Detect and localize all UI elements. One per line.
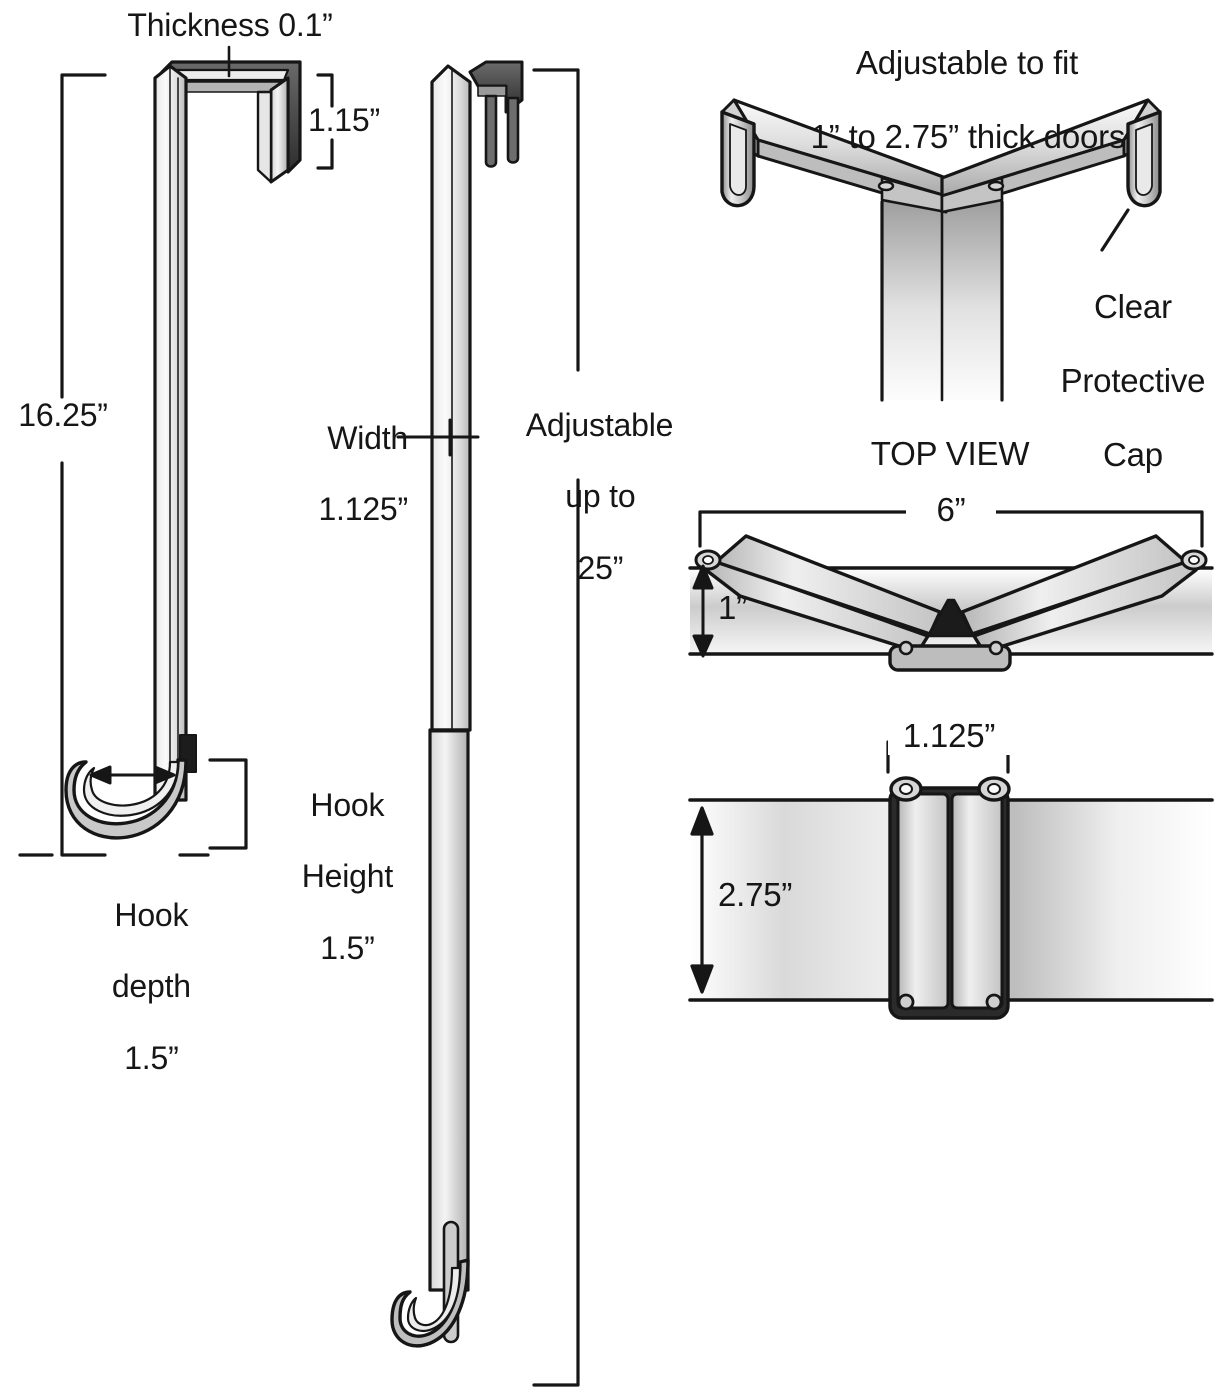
leader-width	[396, 418, 480, 457]
label-cap-line3: Cap	[1102, 435, 1163, 473]
hook-curve-outer	[64, 758, 188, 840]
section-rivet-left	[897, 993, 915, 1011]
bracket-top-surface	[174, 68, 290, 82]
label-fit-doors: Adjustable to fit 1” to 2.75” thick door…	[700, 8, 1200, 193]
label-hook-depth-line1: Hook	[114, 896, 189, 933]
label-door-thickness: 2.75”	[718, 876, 793, 913]
label-cap-line1: Clear	[1094, 287, 1172, 325]
dim-door-thickness	[690, 806, 714, 994]
label-adjustable-line3: 25”	[577, 550, 624, 587]
label-hook-height-line2: Height	[301, 858, 394, 895]
topview-rivet-right	[988, 640, 1004, 656]
topview-base-plate	[888, 644, 1012, 672]
rivet-left	[877, 180, 895, 192]
label-depth-one: 1”	[718, 589, 747, 626]
section-rivet-right	[985, 993, 1003, 1011]
top-view	[688, 510, 1214, 672]
label-hook-height-line1: Hook	[310, 786, 385, 823]
front-view-extended	[390, 60, 580, 1387]
ext-pin-left	[484, 94, 498, 168]
bracket-right-leg-inner	[256, 90, 273, 184]
ext-pin-right	[506, 96, 520, 164]
ext-hook-inner	[406, 1266, 462, 1332]
dim-span-six	[698, 510, 1204, 548]
label-hook-depth-line3: 1.5”	[124, 1040, 179, 1077]
label-hook-depth: Hook depth 1.5”	[54, 862, 214, 1113]
label-adjustable-line2: up to	[565, 478, 636, 515]
label-shaft-width-section: 1.125”	[888, 717, 1010, 755]
label-width-line1: Width	[327, 419, 408, 456]
topview-shaft-wedge	[926, 598, 976, 638]
front-view-collapsed	[18, 45, 334, 857]
label-span-six: 6”	[906, 491, 996, 529]
section-cap-left-bore	[899, 783, 913, 795]
dim-total-height	[60, 73, 107, 857]
dim-adjustable-height	[532, 68, 580, 1387]
ext-hook-outer	[390, 1258, 470, 1348]
bracket-right-leg	[269, 76, 290, 184]
cap-right-inner	[1135, 123, 1153, 196]
label-width: Width 1.125”	[268, 385, 408, 564]
label-total-height: 16.25”	[18, 397, 108, 433]
label-hook-height-line3: 1.5”	[320, 930, 375, 967]
door-section-view	[688, 740, 1214, 1020]
cap-left-inner	[729, 123, 747, 196]
section-arm-left	[896, 792, 950, 1010]
hook-curve-inner	[82, 760, 180, 817]
label-fit-line1: Adjustable to fit	[855, 43, 1079, 81]
topview-rivet-left	[898, 640, 914, 656]
label-top-view: TOP VIEW	[870, 435, 1030, 472]
label-cap-line2: Protective	[1060, 361, 1206, 399]
section-cap-right-bore	[987, 783, 1001, 795]
label-thickness: Thickness 0.1”	[127, 7, 333, 43]
topview-cap-right-bore	[1188, 555, 1200, 565]
label-width-line2: 1.125”	[318, 491, 408, 528]
leader-clear-cap	[1100, 208, 1130, 252]
ext-bracket-band	[477, 85, 507, 97]
arm-right-elbow	[940, 176, 1004, 214]
section-arm-right	[950, 792, 1004, 1010]
bracket-top-highlight	[175, 81, 285, 93]
ext-shaft-lower	[428, 728, 470, 1292]
rivet-right	[987, 180, 1005, 192]
label-bracket-height: 1.15”	[308, 102, 380, 138]
ext-shaft-upper	[430, 64, 472, 732]
perspective-view	[720, 98, 1162, 402]
label-adjustable-height: Adjustable up to 25”	[489, 372, 677, 623]
topview-cap-left-bore	[702, 555, 714, 565]
label-hook-height: Hook Height 1.5”	[250, 752, 410, 1003]
label-fit-line2: 1” to 2.75” thick doors	[810, 117, 1126, 155]
label-clear-cap: Clear Protective Cap	[1020, 252, 1210, 511]
label-hook-depth-line2: depth	[111, 968, 191, 1005]
dim-arm-depth	[692, 564, 714, 658]
label-adjustable-line1: Adjustable	[525, 406, 674, 443]
dim-hook-depth	[89, 765, 176, 785]
dim-hook-height	[208, 758, 248, 850]
dim-bracket-height	[316, 73, 334, 170]
